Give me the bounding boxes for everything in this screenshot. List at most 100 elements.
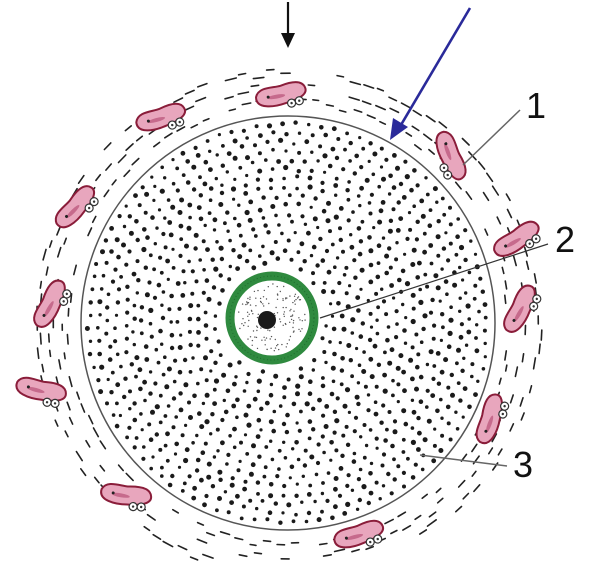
nucleoplasm-dot (290, 336, 291, 337)
granule (316, 226, 319, 229)
granule (245, 452, 249, 456)
granule (138, 367, 143, 372)
granule (284, 456, 288, 460)
stroma-dash (406, 133, 411, 136)
granule (261, 245, 265, 249)
granule (270, 204, 275, 209)
follicle-cell (499, 282, 545, 338)
nucleoplasm-dot (293, 322, 294, 323)
granule (232, 198, 235, 201)
granule (204, 311, 208, 315)
stroma-dash (43, 250, 46, 260)
stroma-dash (472, 444, 477, 451)
granule (312, 245, 317, 250)
granule (231, 186, 236, 191)
granule (347, 198, 351, 202)
granule (429, 208, 433, 212)
nucleoplasm-dot (257, 290, 258, 291)
stroma-dash (349, 97, 359, 100)
granule (182, 269, 186, 273)
granule (463, 386, 468, 391)
granule (428, 243, 433, 248)
granule (264, 465, 268, 469)
nucleoplasm-dot (275, 307, 276, 308)
granule (440, 267, 443, 270)
granule (331, 147, 336, 152)
granule (306, 231, 311, 236)
stroma-dash (67, 402, 70, 410)
granule (345, 291, 349, 295)
nucleoplasm-dot (277, 294, 278, 295)
granule (368, 280, 373, 285)
granule (150, 176, 153, 179)
granule (421, 468, 425, 472)
granule (446, 386, 450, 390)
granule (115, 382, 120, 387)
granule (342, 327, 347, 332)
granule (395, 166, 400, 171)
stroma-dash (96, 175, 100, 181)
granule (403, 160, 407, 164)
nucleoplasm-dot (275, 339, 276, 340)
granule (426, 193, 430, 197)
granule (231, 476, 235, 480)
granule (297, 169, 301, 173)
granule (299, 410, 303, 414)
granule (401, 303, 404, 306)
granule (431, 458, 436, 463)
nucleoplasm-dot (249, 297, 250, 298)
granule (270, 383, 273, 386)
granule (351, 210, 355, 214)
granule (309, 455, 314, 460)
granule (432, 364, 436, 368)
granule (436, 351, 441, 356)
granule (377, 363, 381, 367)
granule (326, 218, 331, 223)
granule (152, 199, 155, 202)
granule (341, 250, 345, 254)
follicle-cell (13, 374, 68, 411)
granule (339, 341, 342, 344)
granule (459, 245, 464, 250)
granule (477, 310, 481, 314)
granule (256, 187, 260, 191)
granule (97, 299, 102, 304)
granule (253, 143, 257, 147)
granule (141, 428, 144, 431)
granule (188, 216, 192, 220)
stroma-dash (58, 248, 61, 257)
nucleoplasm-dot (282, 300, 283, 301)
granule (287, 239, 291, 243)
granule (410, 377, 415, 382)
granule (416, 220, 420, 224)
granule (194, 146, 198, 150)
nucleoplasm-dot (270, 338, 271, 339)
granule (381, 177, 386, 182)
stroma-dash (255, 553, 262, 554)
granule (450, 393, 455, 398)
granule (430, 298, 434, 302)
nucleoplasm-dot (277, 286, 278, 287)
granule (359, 435, 362, 438)
granule (311, 427, 315, 431)
stroma-dash (510, 424, 513, 431)
granule (367, 501, 371, 505)
granule (124, 350, 128, 354)
granule (415, 365, 420, 370)
granule (273, 374, 278, 379)
nucleoplasm-dot (270, 348, 271, 349)
stroma-dash (95, 477, 99, 482)
granule (429, 349, 434, 354)
granule (326, 201, 331, 206)
granule (415, 237, 419, 241)
nucleoplasm-dot (247, 303, 248, 304)
granule (356, 508, 359, 511)
granule (396, 464, 400, 468)
nucleoplasm-dot (252, 313, 253, 314)
granule (399, 182, 403, 186)
granule (321, 336, 325, 340)
granule (320, 181, 324, 185)
granule (456, 217, 460, 221)
granule (274, 501, 278, 505)
